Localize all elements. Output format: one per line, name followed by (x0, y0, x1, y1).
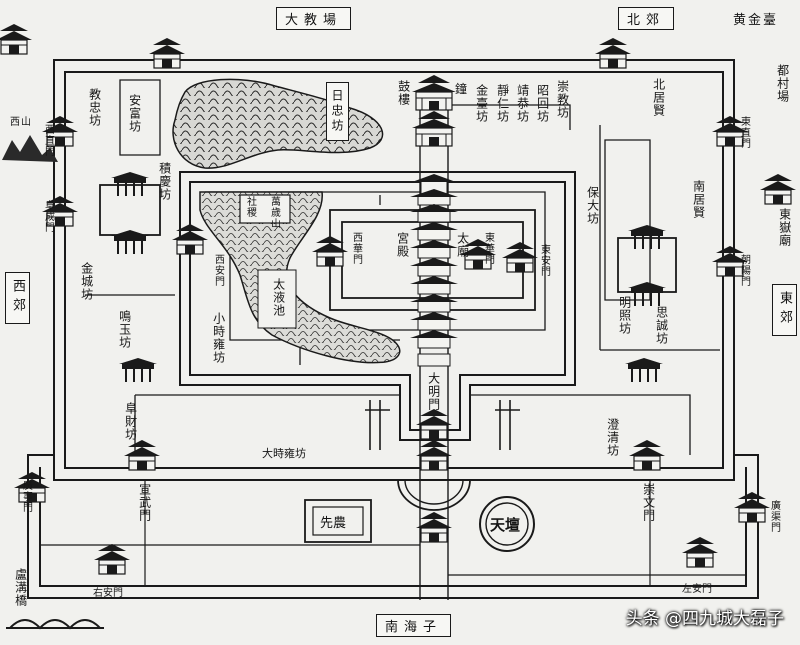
gate-xihua-label: 西華門 (350, 232, 362, 265)
label-west-suburb: 西郊 (5, 272, 30, 324)
gate-xuanwu-label: 宣武門 (137, 483, 152, 522)
ward-jiqing: 積慶坊 (157, 162, 172, 201)
ward-nanjuxian: 南居賢 (691, 180, 706, 219)
label-ducun-field: 都村場 (775, 64, 790, 103)
label-taiye-lake: 太液池 (271, 278, 286, 317)
gate-dongzhi-label: 東直門 (738, 116, 750, 149)
gate-xizhi-label: 西直門 (42, 124, 54, 157)
ward-jingren: 靜仁坊 (495, 84, 510, 123)
ward-anfu: 安富坊 (127, 94, 142, 133)
ward-baoda: 保大坊 (585, 186, 600, 225)
ward-chengqing: 澄清坊 (605, 418, 620, 457)
label-nanhaizi: 南海子 (376, 614, 452, 637)
label-palace: 宮殿 (395, 232, 410, 258)
label-western-hills: 西山 (10, 117, 32, 128)
label-drum-tower: 鼓樓 (396, 80, 411, 106)
label-xiannong-altar: 先農 (320, 516, 347, 531)
ward-xiaoshiyong: 小時雍坊 (211, 312, 226, 364)
ward-sicheng: 思誠坊 (654, 306, 669, 345)
gate-west-mid-label: 西安門 (212, 254, 224, 287)
watermark-text: 头条 @四九城大磊子 (625, 609, 784, 629)
gate-fucheng-label: 阜成門 (42, 200, 54, 233)
gate-guangqu-label: 廣渠門 (768, 500, 780, 533)
label-lugou-bridge: 盧溝橋 (13, 568, 28, 607)
gate-east-mid-label: 東安門 (538, 244, 550, 277)
gate-zuoan-label: 左安門 (682, 584, 712, 595)
ward-mingzhao: 明照坊 (617, 296, 632, 335)
label-sheji: 社稷 (244, 196, 256, 218)
ward-mingyu: 鳴玉坊 (117, 310, 132, 349)
label-temple-of-heaven: 天壇 (490, 516, 521, 534)
label-north-suburb: 北郊 (618, 7, 675, 30)
gate-daming-label: 大明門 (426, 372, 441, 411)
ward-jincheng: 金城坊 (79, 262, 94, 301)
label-coal-hill: 萬歲山 (268, 196, 280, 229)
ward-jiaozhong: 教忠坊 (87, 88, 102, 127)
label-gold-terrace: 黄金臺 (733, 13, 779, 28)
gate-donghua-label: 東華門 (482, 232, 494, 265)
ward-fucai: 阜財坊 (123, 402, 138, 441)
ward-jintai: 金臺坊 (474, 84, 489, 123)
label-east-suburb: 東郊 (772, 284, 797, 336)
ward-zhaohui: 昭回坊 (535, 84, 550, 123)
gate-chaoyang-label: 朝陽門 (738, 254, 750, 287)
gate-chongwen-label: 崇文門 (641, 483, 656, 522)
ward-dashiyong: 大時雍坊 (262, 447, 306, 460)
label-da-jiao-chang: 大教場 (276, 7, 352, 30)
gate-youan-label: 右安門 (93, 588, 123, 599)
label-bell-tower: 鐘 (455, 82, 468, 96)
label-taimiao: 太廟 (455, 232, 470, 258)
label-dongyue-temple: 東嶽廟 (777, 208, 792, 247)
gate-guangning-label: 廣寧門 (20, 480, 32, 513)
ward-jingfeng: 靖恭坊 (515, 84, 530, 123)
ward-beijuxian: 北居賢 (651, 78, 666, 117)
ward-rizhong: 日忠坊 (326, 82, 349, 141)
ward-chongjiao: 崇教坊 (555, 80, 570, 119)
